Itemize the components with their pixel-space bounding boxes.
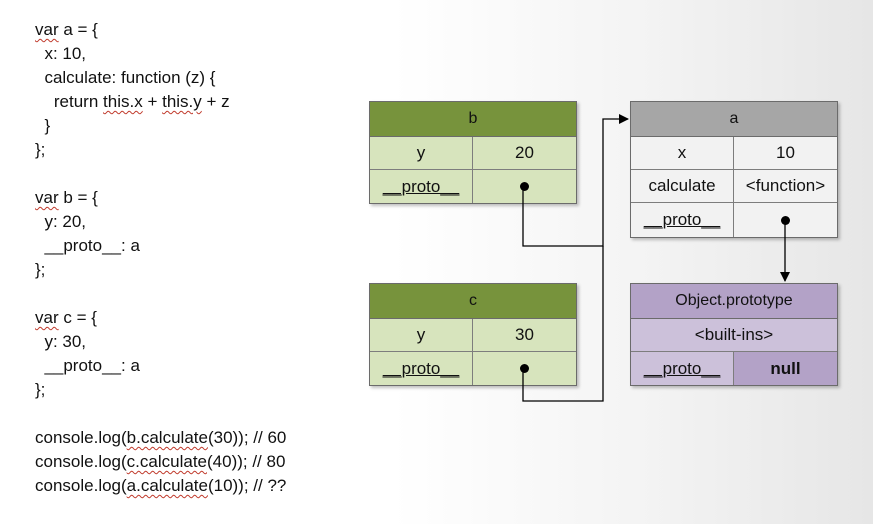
object-a-key-proto: __proto__ — [631, 203, 734, 237]
code-token-flagged: c.calculate — [126, 452, 207, 471]
object-prototype-proto-null: null — [734, 352, 837, 385]
object-a-key-calculate: calculate — [631, 170, 734, 203]
code-token: x: 10, — [35, 44, 87, 63]
code-token: console.log( — [35, 452, 127, 471]
object-a-value-calculate: <function> — [734, 170, 837, 203]
code-token: (40)); // 80 — [207, 452, 286, 471]
pointer-dot-icon — [520, 364, 529, 373]
code-line: var a = { — [35, 18, 355, 42]
object-c-key-proto: __proto__ — [370, 352, 473, 385]
code-token-flagged: a.calculate — [126, 476, 208, 495]
code-token: } — [35, 116, 51, 135]
code-token: calculate: function (z) { — [35, 68, 216, 87]
code-token: (30)); // 60 — [207, 428, 287, 447]
object-c-value-y: 30 — [473, 319, 576, 352]
object-prototype-box: Object.prototype <built-ins> __proto__ n… — [630, 283, 838, 386]
code-token: console.log( — [35, 428, 127, 447]
code-line: console.log(c.calculate(40)); // 80 — [35, 450, 355, 474]
code-token: c = { — [58, 308, 97, 327]
object-a-title: a — [631, 102, 837, 137]
code-line: } — [35, 114, 355, 138]
code-token: }; — [35, 140, 46, 159]
code-token: console.log( — [35, 476, 127, 495]
code-line: __proto__: a — [35, 234, 355, 258]
code-token: b = { — [58, 188, 98, 207]
object-b-key-y: y — [370, 137, 473, 170]
code-line: var b = { — [35, 186, 355, 210]
object-b-value-y: 20 — [473, 137, 576, 170]
code-line: __proto__: a — [35, 354, 355, 378]
code-token: }; — [35, 380, 46, 399]
object-prototype-key-proto: __proto__ — [631, 352, 734, 385]
code-token: (10)); // ?? — [207, 476, 287, 495]
code-token: y: 30, — [35, 332, 87, 351]
code-token-flagged: var — [35, 308, 59, 327]
code-line: }; — [35, 258, 355, 282]
object-b-box: b y 20 __proto__ — [369, 101, 577, 204]
code-line: var c = { — [35, 306, 355, 330]
code-token-flagged: var — [35, 188, 59, 207]
code-line: console.log(b.calculate(30)); // 60 — [35, 426, 355, 450]
arrow-b-to-a — [522, 114, 629, 247]
code-token: __proto__: a — [35, 236, 140, 255]
code-token-flagged: var — [35, 20, 59, 39]
code-line: y: 30, — [35, 330, 355, 354]
object-prototype-builtins: <built-ins> — [631, 319, 837, 352]
code-token: y: 20, — [35, 212, 87, 231]
object-c-box: c y 30 __proto__ — [369, 283, 577, 386]
object-prototype-title: Object.prototype — [631, 284, 837, 319]
code-line: calculate: function (z) { — [35, 66, 355, 90]
code-token: __proto__: a — [35, 356, 140, 375]
code-token-flagged: this.y — [162, 92, 202, 111]
code-token: + — [142, 92, 163, 111]
pointer-dot-icon — [520, 182, 529, 191]
arrow-c-to-a — [522, 246, 604, 402]
code-line: console.log(a.calculate(10)); // ?? — [35, 474, 355, 498]
code-token-flagged: b.calculate — [126, 428, 208, 447]
code-line: }; — [35, 378, 355, 402]
code-line: }; — [35, 138, 355, 162]
code-line: x: 10, — [35, 42, 355, 66]
code-token: }; — [35, 260, 46, 279]
object-b-proto-pointer — [473, 170, 576, 203]
object-b-title: b — [370, 102, 576, 137]
object-a-value-x: 10 — [734, 137, 837, 170]
code-listing: var a = { x: 10, calculate: function (z)… — [35, 18, 355, 498]
object-c-title: c — [370, 284, 576, 319]
code-token: + z — [201, 92, 230, 111]
object-c-key-y: y — [370, 319, 473, 352]
code-line: y: 20, — [35, 210, 355, 234]
code-token-flagged: this.x — [103, 92, 143, 111]
code-token: a = { — [58, 20, 98, 39]
code-token: return — [35, 92, 104, 111]
code-line: return this.x + this.y + z — [35, 90, 355, 114]
object-a-key-x: x — [631, 137, 734, 170]
object-c-proto-pointer — [473, 352, 576, 385]
object-b-key-proto: __proto__ — [370, 170, 473, 203]
